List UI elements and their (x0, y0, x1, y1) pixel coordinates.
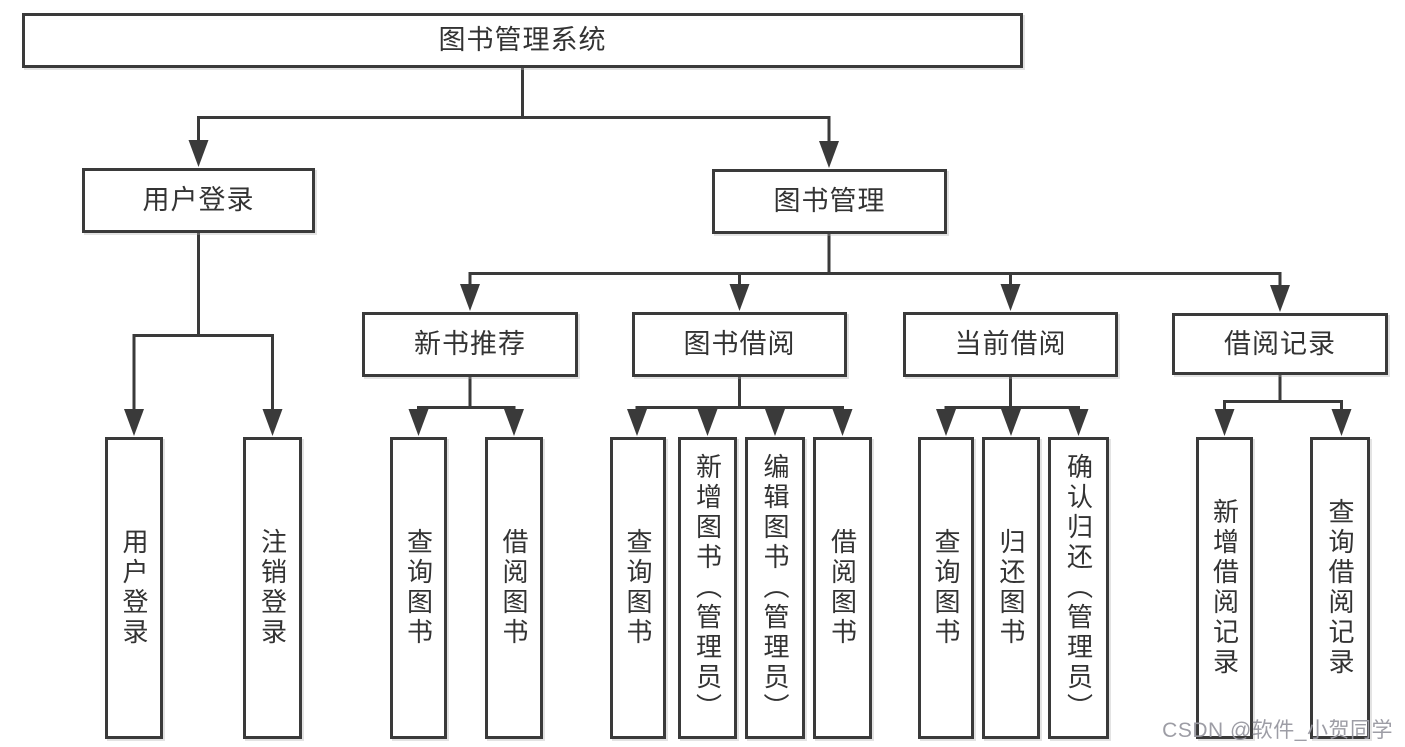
csdn-watermark: CSDN @软件_小贺同学 (1162, 719, 1393, 742)
node-book-borrowing: 图书借阅 (632, 312, 847, 377)
leaf-records-query-record: 查询借阅记录 (1310, 437, 1370, 739)
leaf-newbook-borrow-books: 借阅图书 (485, 437, 543, 739)
leaf-user-login-label: 用户登录 (119, 528, 149, 648)
leaf-newbook-query-books: 查询图书 (390, 437, 447, 739)
node-current-borrowing-label: 当前借阅 (954, 329, 1067, 359)
leaf-borrow-edit-books-admin: 编辑图书（管理员） (745, 437, 805, 739)
node-root-label: 图书管理系统 (438, 25, 607, 55)
leaf-current-return-books-label: 归还图书 (996, 528, 1026, 648)
leaf-borrow-query-books-label: 查询图书 (623, 528, 653, 648)
leaf-current-return-books: 归还图书 (982, 437, 1040, 739)
leaf-logout-label: 注销登录 (257, 528, 288, 648)
leaf-borrow-borrow-books-label: 借阅图书 (827, 528, 858, 648)
leaf-newbook-query-books-label: 查询图书 (403, 528, 434, 648)
leaf-current-confirm-return-admin: 确认归还（管理员） (1048, 437, 1109, 739)
node-user-login: 用户登录 (82, 168, 315, 233)
leaf-current-query-books: 查询图书 (918, 437, 974, 739)
node-user-login-label: 用户登录 (142, 185, 255, 215)
node-book-management: 图书管理 (712, 169, 947, 234)
leaf-borrow-edit-books-admin-label: 编辑图书（管理员） (760, 453, 790, 723)
leaf-records-add-record-label: 新增借阅记录 (1209, 498, 1240, 678)
leaf-borrow-add-books-admin-label: 新增图书（管理员） (692, 453, 723, 723)
node-new-book-recommend-label: 新书推荐 (414, 329, 526, 359)
node-book-borrowing-label: 图书借阅 (683, 329, 796, 359)
leaf-newbook-borrow-books-label: 借阅图书 (499, 528, 529, 648)
node-book-management-label: 图书管理 (773, 186, 886, 216)
node-borrowing-records-label: 借阅记录 (1224, 328, 1336, 359)
leaf-borrow-query-books: 查询图书 (610, 437, 666, 739)
node-new-book-recommend: 新书推荐 (362, 312, 578, 377)
leaf-records-add-record: 新增借阅记录 (1196, 437, 1253, 739)
leaf-logout: 注销登录 (243, 437, 302, 739)
leaf-current-confirm-return-admin-label: 确认归还（管理员） (1063, 453, 1094, 723)
leaf-borrow-add-books-admin: 新增图书（管理员） (678, 437, 737, 739)
node-root-system: 图书管理系统 (22, 13, 1023, 68)
leaf-user-login: 用户登录 (105, 437, 163, 739)
leaf-borrow-borrow-books: 借阅图书 (813, 437, 872, 739)
node-borrowing-records: 借阅记录 (1172, 313, 1388, 375)
leaf-records-query-record-label: 查询借阅记录 (1325, 498, 1355, 678)
node-current-borrowing: 当前借阅 (903, 312, 1118, 377)
arrowheads (124, 140, 1352, 436)
leaf-current-query-books-label: 查询图书 (931, 528, 961, 648)
connector-strokes (132, 66, 1343, 412)
